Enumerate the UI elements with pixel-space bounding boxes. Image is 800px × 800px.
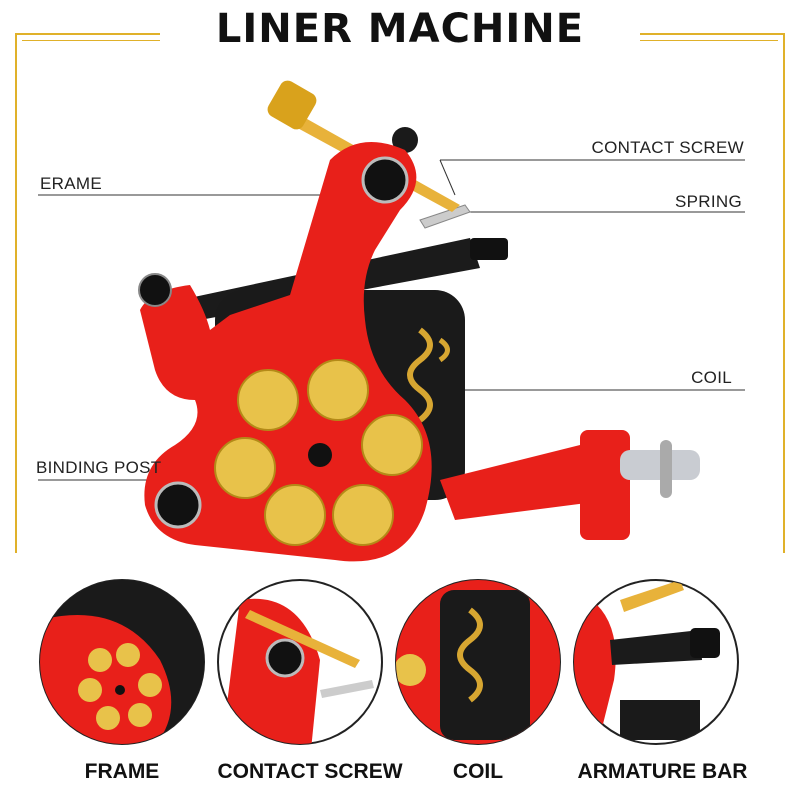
detail-circle-contact-screw xyxy=(217,579,383,745)
gold-border-left xyxy=(15,33,17,553)
title-rule-left-inner xyxy=(22,40,160,41)
title-rule-left xyxy=(15,33,160,35)
detail-circle-coil xyxy=(395,579,561,745)
upper-screw xyxy=(361,156,409,204)
binding-post-screw xyxy=(154,481,202,529)
caption-armature-bar: ARMATURE BAR xyxy=(577,760,748,783)
rear-screw xyxy=(138,273,172,307)
detail-circle-frame xyxy=(39,579,205,745)
gold-border-right xyxy=(783,33,785,553)
page-title: LINER MACHINE xyxy=(215,6,585,52)
callout-coil: COIL xyxy=(691,368,732,387)
caption-contact-screw: CONTACT SCREW xyxy=(217,760,403,783)
bullet-cylinder xyxy=(214,359,423,546)
caption-coil: COIL xyxy=(452,760,504,783)
callout-spring: SPRING xyxy=(675,192,742,211)
callout-contact-screw: CONTACT SCREW xyxy=(591,138,744,157)
caption-frame: FRAME xyxy=(84,760,160,783)
callout-frame: ERAME xyxy=(40,174,102,193)
frame-shape xyxy=(140,142,432,562)
contact-screw-callout-tick xyxy=(439,159,456,196)
title-rule-right-inner xyxy=(640,40,778,41)
title-rule-right xyxy=(640,33,785,35)
cylinder-center-hole xyxy=(308,443,332,467)
callout-binding-post: BINDING POST xyxy=(36,458,162,477)
tube-vise-shape xyxy=(440,430,700,540)
detail-circle-armature-bar xyxy=(573,579,739,745)
spring-shape xyxy=(419,204,471,229)
